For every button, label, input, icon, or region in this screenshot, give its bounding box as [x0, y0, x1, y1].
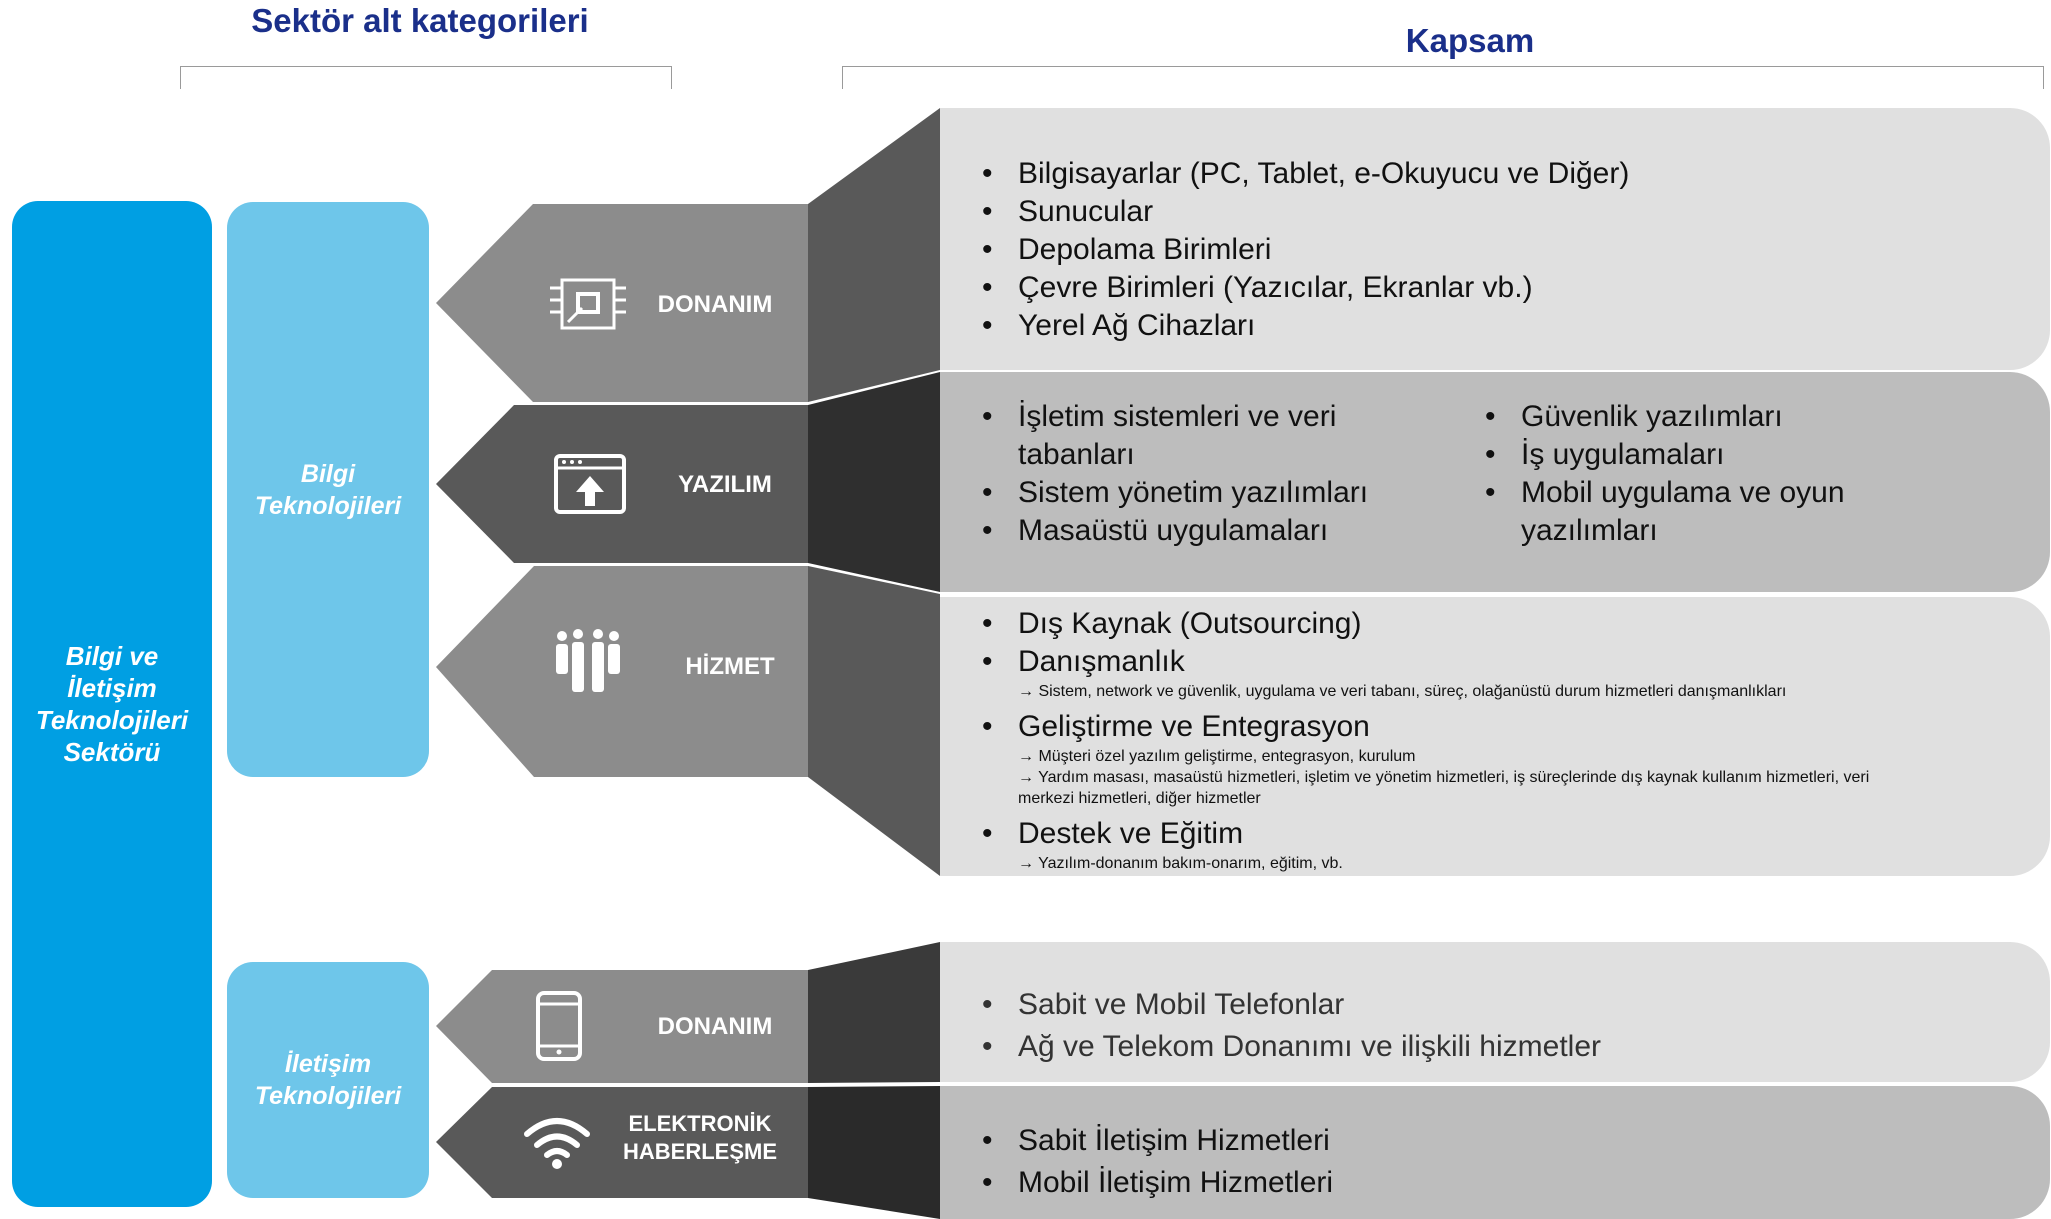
connector-hizmet: [808, 566, 940, 876]
group-label: İletişim Teknolojileri: [254, 1050, 402, 1110]
list-item-title: Destek ve Eğitim: [1018, 817, 1244, 850]
scope-list-donanim: Bilgisayarlar (PC, Tablet, e-Okuyucu ve …: [980, 155, 2020, 345]
chip-icon: [550, 278, 626, 330]
list-item-note: → Müşteri özel yazılım geliştirme, enteg…: [1018, 748, 1416, 765]
scope-list-elektronik: Sabit İletişim Hizmetleri Mobil İletişim…: [980, 1120, 2020, 1204]
connector-ilet-donanim: [808, 942, 940, 1083]
sector-label: Bilgi ve İletişim Teknolojileri Sektörü: [35, 641, 189, 767]
category-label-yazilim: YAZILIM: [678, 471, 772, 498]
category-label-elektronik: ELEKTRONİK HABERLEŞME: [622, 1111, 777, 1164]
category-label-donanim: DONANIM: [657, 291, 773, 318]
group-label: Bilgi Teknolojileri: [254, 459, 402, 520]
list-item: Depolama Birimleri: [980, 231, 2020, 269]
list-item: Masaüstü uygulamaları: [980, 512, 1380, 550]
connector-donanim: [808, 108, 940, 402]
list-item: Geliştirme ve Entegrasyon → Müşteri özel…: [980, 708, 2040, 809]
list-item: İşletim sistemleri ve veri tabanları: [980, 398, 1380, 474]
scope-list-hizmet: Dış Kaynak (Outsourcing) Danışmanlık → S…: [980, 605, 2040, 874]
list-item: Güvenlik yazılımları: [1483, 398, 1903, 436]
list-item-note: → Sistem, network ve güvenlik, uygulama …: [1018, 683, 1787, 700]
list-item: Sabit İletişim Hizmetleri: [980, 1120, 2020, 1162]
connector-elektronik: [808, 1086, 940, 1219]
group-pill-iletisim: İletişim Teknolojileri: [227, 962, 429, 1198]
list-item: Destek ve Eğitim → Yazılım-donanım bakım…: [980, 815, 2040, 874]
list-item: Çevre Birimleri (Yazıcılar, Ekranlar vb.…: [980, 269, 2020, 307]
people-icon: [556, 629, 620, 692]
sector-pill: Bilgi ve İletişim Teknolojileri Sektörü: [12, 201, 212, 1207]
left-bracket: [180, 66, 672, 89]
group-pill-bilgi: Bilgi Teknolojileri: [227, 202, 429, 777]
list-item-note: → Yardım masası, masaüstü hizmetleri, iş…: [1018, 769, 1870, 807]
list-item: Danışmanlık → Sistem, network ve güvenli…: [980, 643, 2040, 702]
list-item-title: Dış Kaynak (Outsourcing): [1018, 607, 1362, 640]
list-item: Sabit ve Mobil Telefonlar: [980, 984, 2020, 1026]
list-item: Bilgisayarlar (PC, Tablet, e-Okuyucu ve …: [980, 155, 2020, 193]
list-item-title: Danışmanlık: [1018, 645, 1185, 678]
right-bracket: [842, 66, 2044, 89]
list-item: Dış Kaynak (Outsourcing): [980, 605, 2040, 643]
list-item: Yerel Ağ Cihazları: [980, 307, 2020, 345]
scope-list-ilet-donanim: Sabit ve Mobil Telefonlar Ağ ve Telekom …: [980, 984, 2020, 1068]
left-heading: Sektör alt kategorileri: [251, 2, 589, 39]
smartphone-icon: [536, 991, 582, 1061]
list-item: Sunucular: [980, 193, 2020, 231]
list-item: İş uygulamaları: [1483, 436, 1903, 474]
arrow-hizmet: [436, 566, 808, 777]
list-item: Sistem yönetim yazılımları: [980, 474, 1380, 512]
list-item-note: → Yazılım-donanım bakım-onarım, eğitim, …: [1018, 855, 1343, 872]
list-item-title: Geliştirme ve Entegrasyon: [1018, 710, 1370, 743]
category-label-hizmet: HİZMET: [685, 653, 775, 680]
connector-yazilim: [808, 372, 940, 592]
list-item: Ağ ve Telekom Donanımı ve ilişkili hizme…: [980, 1026, 2020, 1068]
list-item: Mobil İletişim Hizmetleri: [980, 1162, 2020, 1204]
list-item: Mobil uygulama ve oyun yazılımları: [1483, 474, 1903, 550]
arrow-donanim: [436, 204, 808, 402]
right-heading: Kapsam: [1405, 22, 1535, 59]
arrow-elektronik: [436, 1087, 808, 1198]
category-label-ilet-donanim: DONANIM: [657, 1013, 773, 1040]
scope-list-yazilim-right: Güvenlik yazılımları İş uygulamaları Mob…: [1483, 398, 1903, 550]
scope-list-yazilim-left: İşletim sistemleri ve veri tabanları Sis…: [980, 398, 1380, 550]
wifi-icon: [524, 1118, 590, 1169]
arrow-ilet-donanim: [436, 970, 808, 1083]
upload-window-icon: [554, 454, 626, 514]
